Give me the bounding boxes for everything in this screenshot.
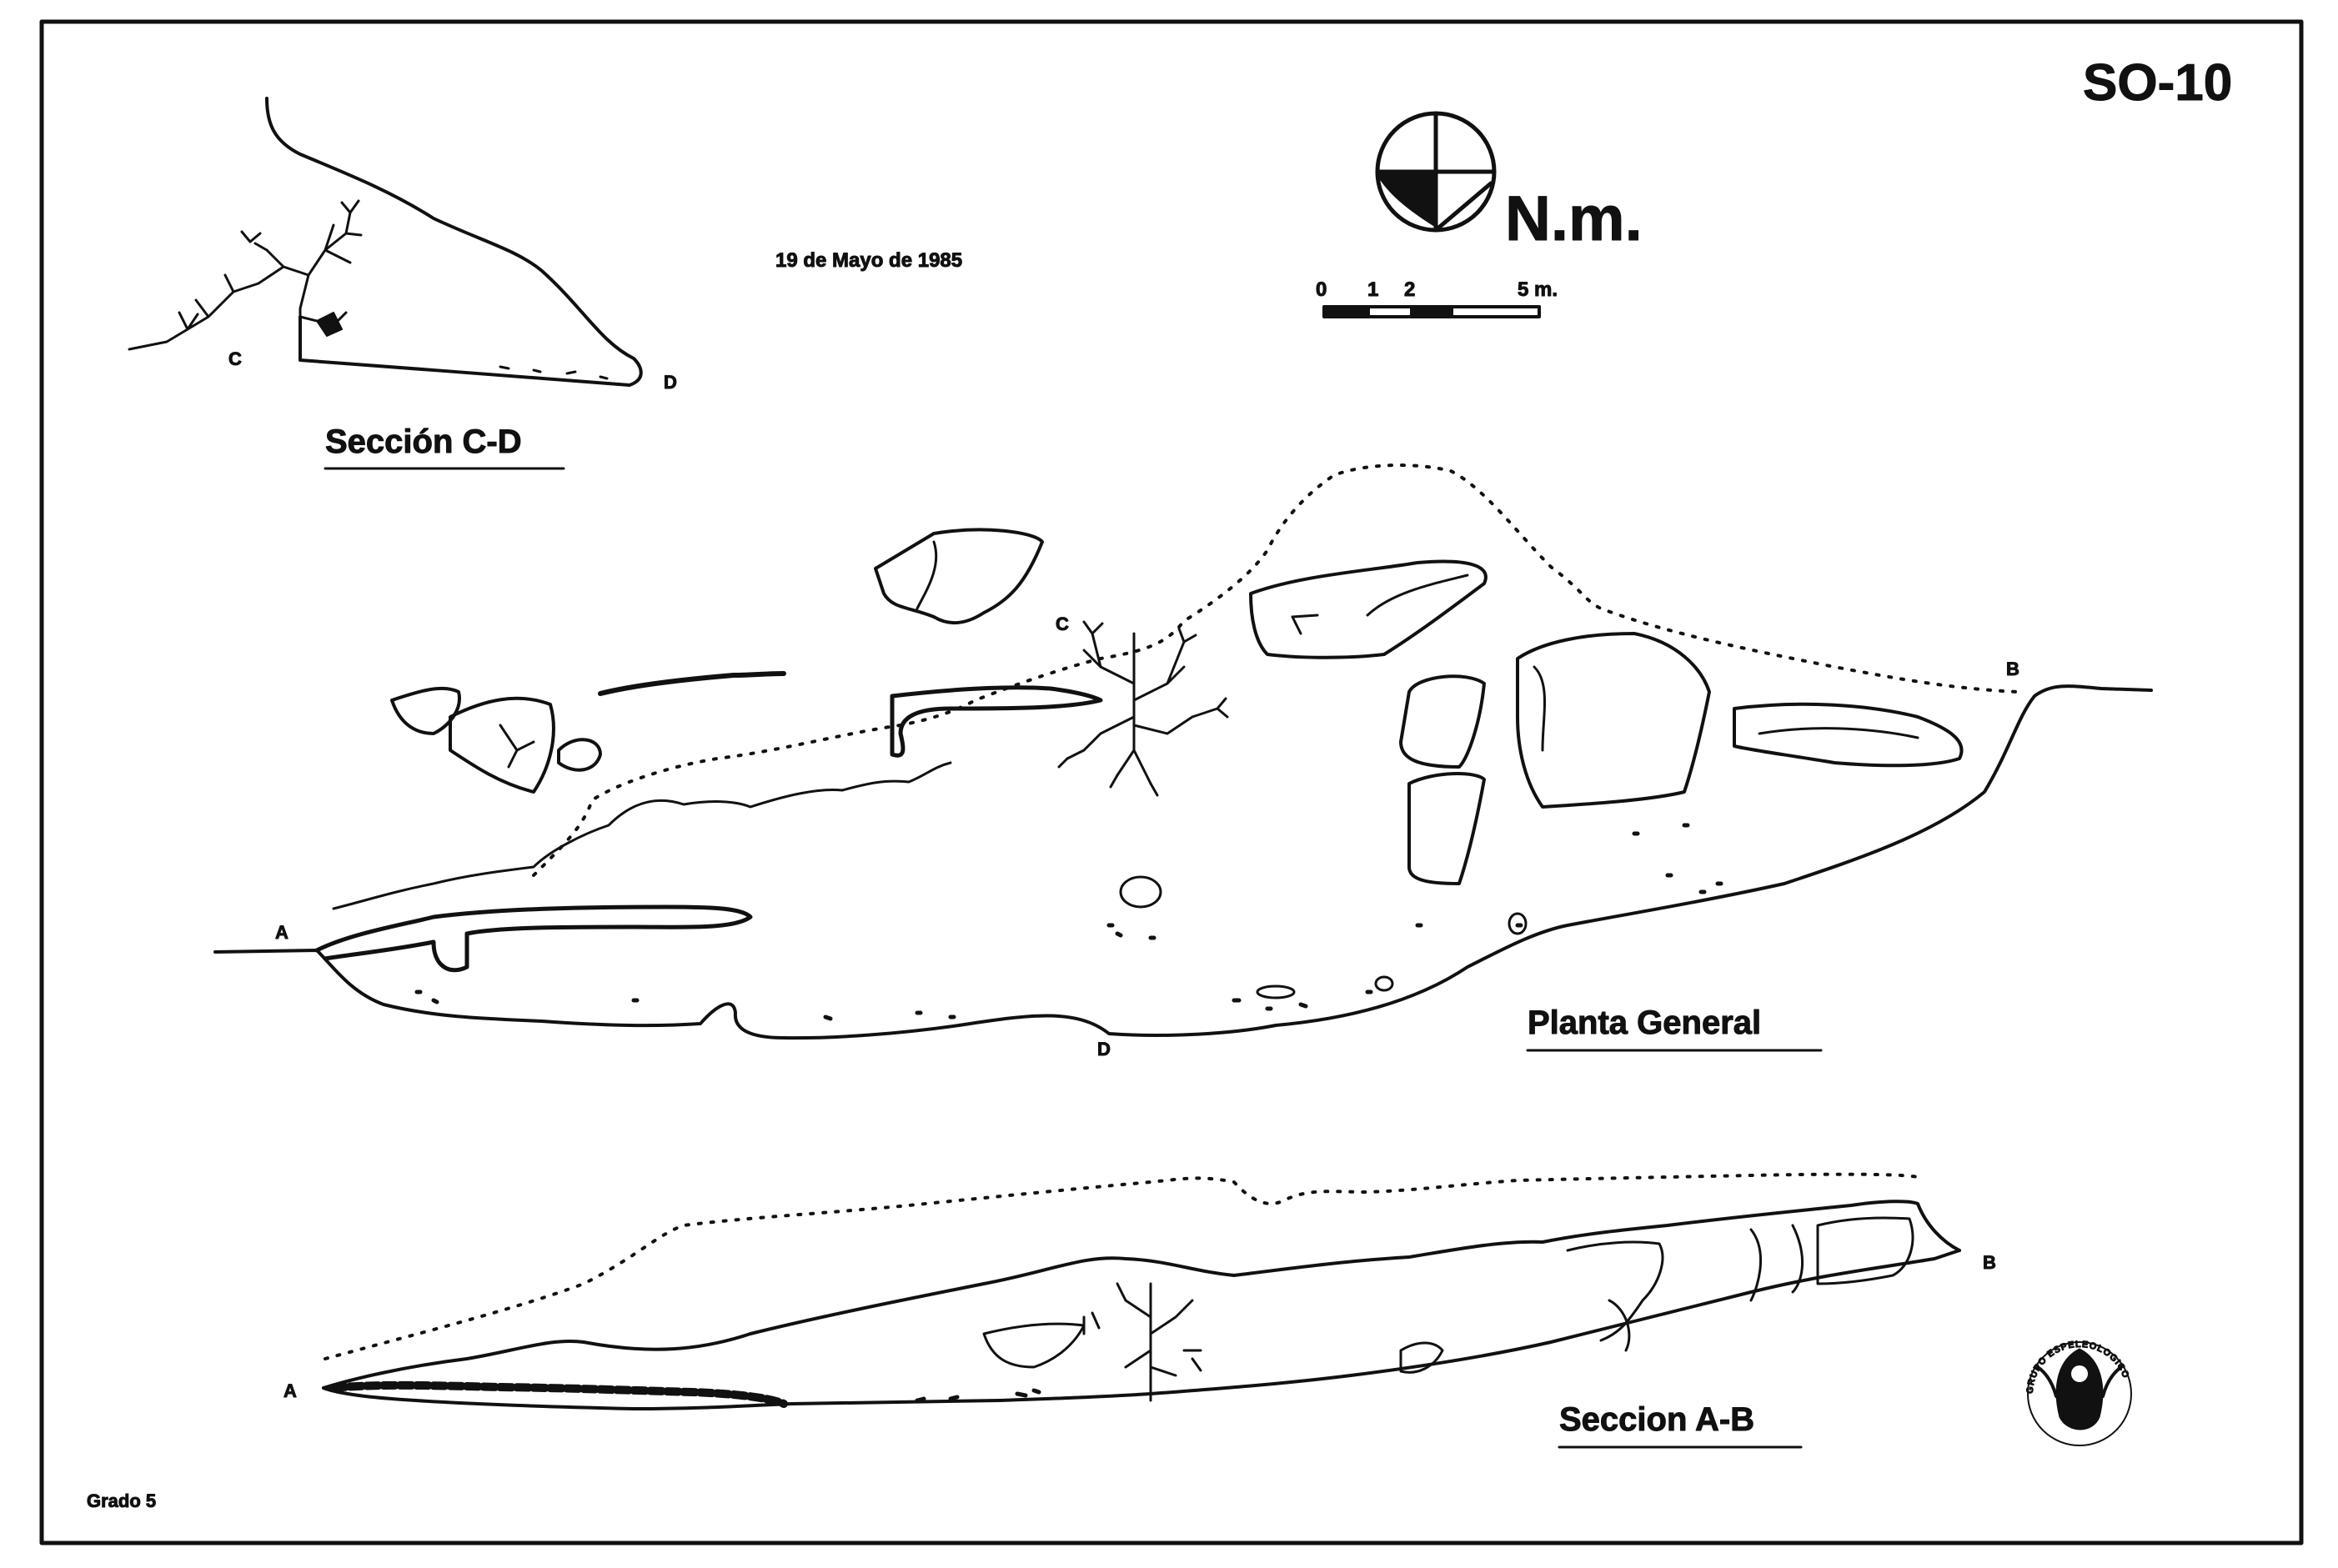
site-code: SO-10 [2083,54,2232,112]
ab-label-b: B [1983,1252,1996,1273]
page-frame [39,19,2304,1545]
scale-tick-0: 0 [1316,278,1327,301]
plan-label-c: C [1056,614,1069,634]
club-logo: GRUPO ESPELEOLOGICO [2024,1339,2132,1446]
north-label: N.m. [1505,183,1643,254]
section-cd-title: Sección C-D [325,423,522,460]
north-arrow [1375,111,1497,233]
plan-view-drawing [213,463,2153,1040]
plan-label-b: B [2006,659,2019,679]
plan-title: Planta General [1528,1004,1761,1041]
section-ab-title: Seccion A-B [1559,1401,1754,1438]
ab-label-a: A [283,1380,297,1401]
scale-tick-1: 1 [1367,278,1378,301]
survey-date: 19 de Mayo de 1985 [775,249,962,272]
scale-bar [1322,305,1541,318]
section-ab-drawing [322,1172,1961,1410]
scale-tick-5m: 5 m. [1518,278,1558,301]
cd-label-c: C [228,348,242,369]
grade-label: Grado 5 [87,1490,156,1511]
plan-label-a: A [275,922,288,943]
plan-label-d: D [1097,1039,1111,1060]
cd-label-d: D [664,372,677,393]
scale-tick-2: 2 [1404,278,1415,301]
section-cd-drawing [128,97,643,387]
